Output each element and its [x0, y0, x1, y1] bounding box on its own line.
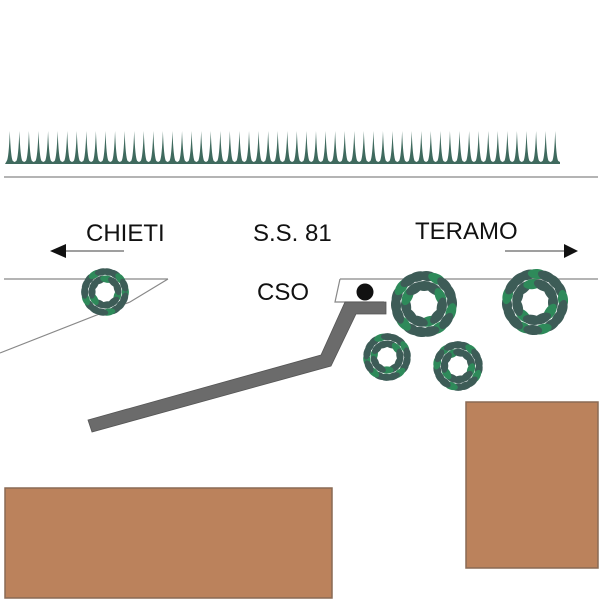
- label-cso: CSO: [257, 279, 309, 306]
- tree-icon: [81, 268, 129, 316]
- arrow-left-icon: [50, 244, 124, 258]
- tree-icon: [501, 268, 569, 336]
- arrow-right-icon: [505, 244, 578, 258]
- tree-icon: [390, 271, 458, 337]
- hedge-row: [5, 131, 560, 164]
- label-road-ss81: S.S. 81: [253, 220, 332, 247]
- label-chieti: CHIETI: [86, 220, 165, 247]
- point-marker-icon: [356, 283, 374, 301]
- hedge-spikes: [5, 131, 560, 164]
- cso-pipe: [87, 301, 387, 433]
- tree-icon: [363, 333, 411, 381]
- tree-icon: [433, 341, 483, 391]
- side-road-edge: [0, 278, 169, 354]
- trees-group: [81, 268, 569, 391]
- building-left: [4, 487, 333, 599]
- label-teramo: TERAMO: [415, 218, 518, 245]
- building-right: [465, 401, 599, 569]
